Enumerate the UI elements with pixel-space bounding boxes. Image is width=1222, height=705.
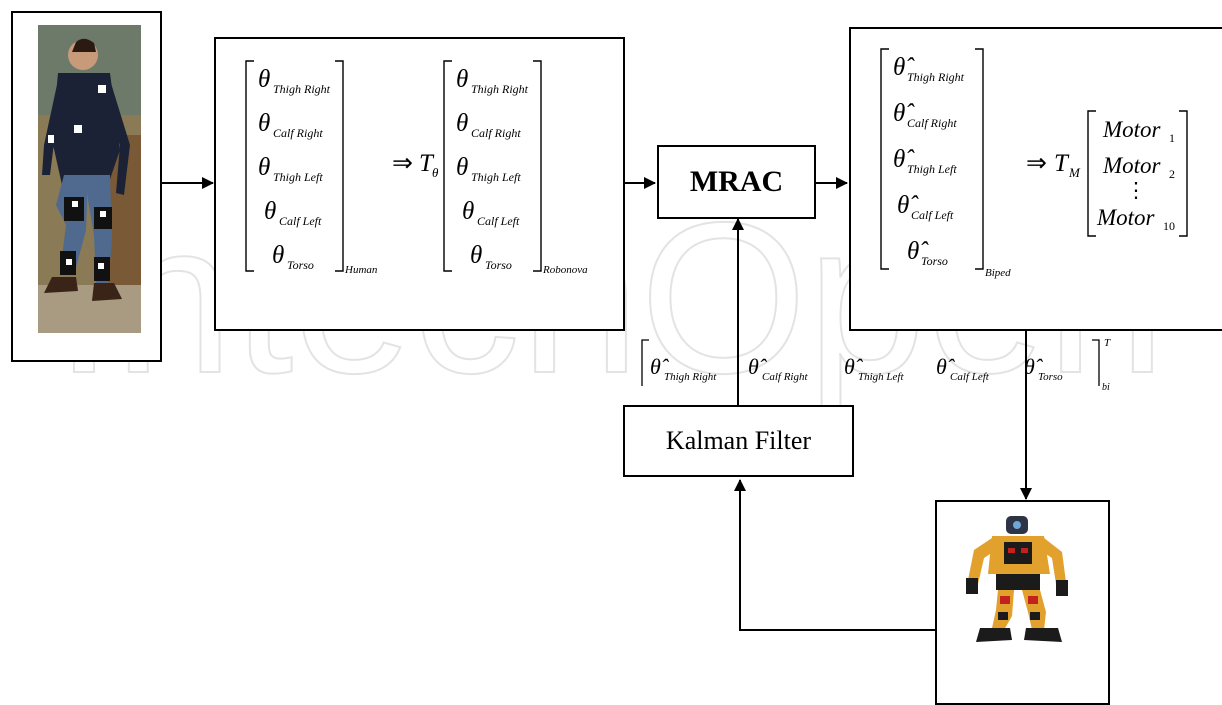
human-sub-5: Torso [287, 258, 314, 272]
robonova-theta-1: θ [456, 66, 468, 93]
feedback-sub-1: Thigh Right [664, 371, 717, 383]
feedback-sub-2: Calf Right [762, 371, 808, 383]
human-left-bracket-open [245, 60, 254, 272]
robonova-sub-4: Calf Left [477, 214, 520, 228]
human-left-bracket-close [335, 60, 344, 272]
motor-2-sub: 2 [1169, 167, 1175, 181]
motor-1-sub: 1 [1169, 131, 1175, 145]
biped-block: θ̂ Thigh Right θ̂ Calf Right θ̂ Thigh Le… [849, 27, 1222, 331]
robonova-theta-2: θ [456, 110, 468, 137]
feedback-superscript: T [1104, 337, 1111, 349]
motor-bracket-open [1087, 110, 1096, 237]
kalman-filter-label: Kalman Filter [665, 426, 812, 455]
robonova-theta-3: θ [456, 154, 468, 181]
human-photo-frame [11, 11, 162, 362]
biped-sub-1: Thigh Right [907, 70, 965, 84]
human-equation: θ Thigh Right θ Calf Right θ Thigh Left … [245, 60, 588, 276]
mrac-label: MRAC [689, 165, 784, 198]
human-theta-3: θ [258, 154, 270, 181]
human-theta-1: θ [258, 66, 270, 93]
motor-10-base: Motor [1096, 205, 1156, 230]
biped-equation: θ̂ Thigh Right θ̂ Calf Right θ̂ Thigh Le… [880, 48, 1188, 279]
robot-photo-frame [935, 500, 1110, 705]
human-vector-subscript: Human [344, 264, 378, 276]
biped-implies-arrow: ⇒ [1026, 150, 1047, 177]
human-transform-subscript: θ [432, 165, 439, 180]
biped-sub-2: Calf Right [907, 116, 957, 130]
kalman-filter-block: Kalman Filter [623, 405, 854, 477]
biped-transform-subscript: M [1068, 165, 1081, 180]
motor-2-base: Motor [1102, 153, 1162, 178]
arrow-robot-to-kalman [734, 479, 935, 631]
robonova-theta-5: θ [470, 242, 482, 269]
feedback-sub-5: Torso [1038, 371, 1063, 383]
biped-sub-3: Thigh Left [907, 162, 957, 176]
human-sub-3: Thigh Left [273, 170, 323, 184]
biped-transform-symbol: T [1054, 150, 1070, 177]
motor-ellipsis: ⋮ [1126, 178, 1147, 202]
feedback-subscript: bi [1102, 382, 1110, 393]
robonova-sub-1: Thigh Right [471, 82, 529, 96]
motor-bracket-close [1179, 110, 1188, 237]
motor-10-sub: 10 [1163, 219, 1175, 233]
human-photo [38, 25, 141, 333]
robot-photo [966, 516, 1068, 642]
human-theta-2: θ [258, 110, 270, 137]
robonova-sub-2: Calf Right [471, 126, 521, 140]
biped-vector-subscript: Biped [985, 267, 1011, 279]
robonova-sub-5: Torso [485, 258, 512, 272]
human-sub-4: Calf Left [279, 214, 322, 228]
biped-sub-4: Calf Left [911, 208, 954, 222]
robonova-sub-3: Thigh Left [471, 170, 521, 184]
feedback-vector: θ̂ Thigh Right θ̂ Calf Right θ̂ Thigh Le… [641, 337, 1111, 393]
human-transform-symbol: T [419, 150, 435, 177]
biped-bracket-close [975, 48, 984, 270]
feedback-sub-4: Calf Left [950, 371, 990, 383]
human-theta-5: θ [272, 242, 284, 269]
robonova-vector-subscript: Robonova [542, 264, 588, 276]
mrac-block: MRAC [657, 145, 816, 219]
human-right-bracket-open [443, 60, 452, 272]
human-sub-2: Calf Right [273, 126, 323, 140]
motor-1-base: Motor [1102, 117, 1162, 142]
human-right-bracket-close [533, 60, 542, 272]
robonova-theta-4: θ [462, 198, 474, 225]
biped-sub-5: Torso [921, 254, 948, 268]
feedback-bracket-open [641, 339, 649, 386]
human-sub-1: Thigh Right [273, 82, 331, 96]
feedback-bracket-close [1092, 339, 1100, 386]
feedback-sub-3: Thigh Left [858, 371, 904, 383]
biped-bracket-open [880, 48, 889, 270]
human-implies-arrow: ⇒ [392, 150, 413, 177]
human-transform-block: θ Thigh Right θ Calf Right θ Thigh Left … [214, 37, 625, 331]
human-theta-4: θ [264, 198, 276, 225]
